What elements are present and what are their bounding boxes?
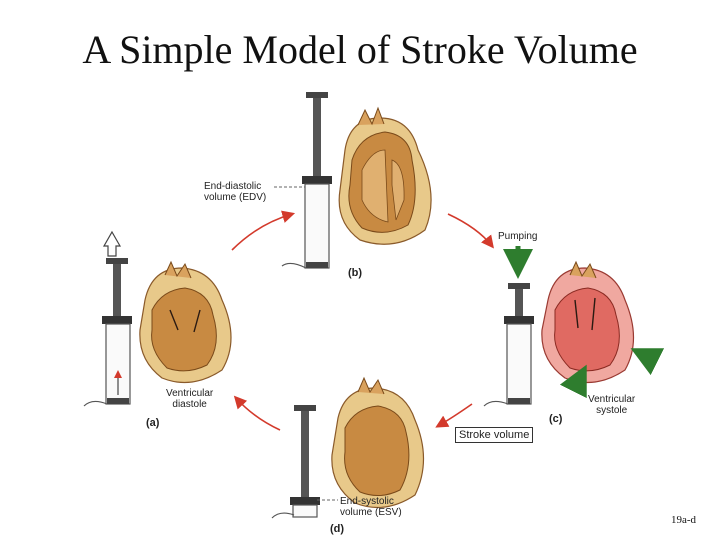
panel-label-b: (b) — [348, 267, 362, 279]
esv-label: End-systolic volume (ESV) — [340, 496, 402, 518]
ventricular-systole-label: Ventricular systole — [588, 394, 635, 416]
panel-label-c: (c) — [549, 413, 563, 425]
figure-code: 19a-d — [671, 514, 696, 526]
pumping-label: Pumping — [498, 231, 537, 242]
cycle-arrow-b-to-c — [448, 214, 492, 246]
cycle-arrow-c-to-d — [438, 404, 472, 426]
squeeze-arrow-right — [644, 355, 654, 360]
heart-b — [339, 108, 431, 244]
panel-label-a: (a) — [146, 417, 160, 429]
syringe-a — [84, 232, 132, 406]
heart-d — [332, 378, 424, 508]
edv-label: End-diastolic volume (EDV) — [204, 181, 266, 203]
ventricular-diastole-label: Ventricular diastole — [166, 388, 213, 410]
cycle-arrow-d-to-a — [236, 398, 280, 430]
syringe-d — [272, 405, 320, 518]
heart-c — [542, 262, 634, 383]
panel-label-d: (d) — [330, 523, 344, 535]
syringe-b — [282, 92, 332, 268]
syringe-c — [484, 283, 534, 406]
stroke-volume-label: Stroke volume — [455, 427, 533, 443]
cycle-arrow-a-to-b — [232, 214, 292, 250]
up-arrow-icon — [104, 232, 120, 256]
heart-a — [140, 262, 231, 383]
